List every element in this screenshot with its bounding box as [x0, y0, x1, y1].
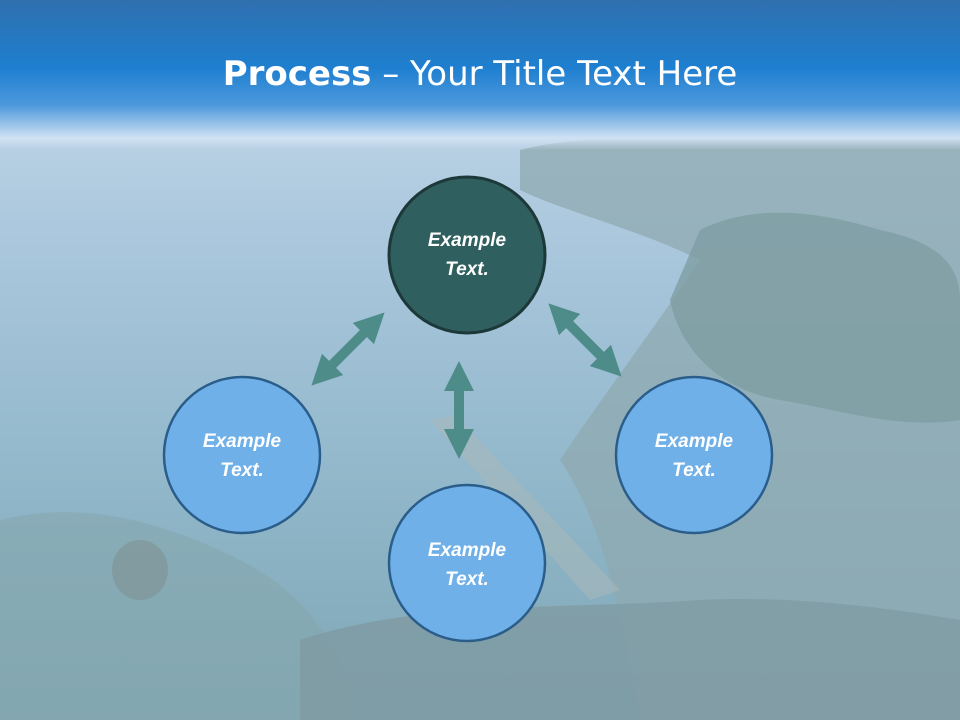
bottom-node-line1: Example	[428, 540, 507, 561]
bottom-node: Example Text.	[387, 483, 547, 643]
center-node: Example Text.	[387, 175, 547, 335]
right-node: Example Text.	[614, 375, 774, 535]
arrow-center-left	[311, 312, 385, 386]
title-bold: Process	[222, 54, 372, 94]
right-node-line2: Text.	[672, 460, 716, 481]
left-node-line2: Text.	[220, 460, 264, 481]
pier	[430, 415, 620, 600]
slide-title: Process – Your Title Text Here	[0, 52, 960, 96]
tree-cluster	[670, 212, 960, 423]
left-node-line1: Example	[203, 431, 282, 452]
bottom-node-line2: Text.	[445, 569, 489, 590]
title-rest: – Your Title Text Here	[371, 54, 738, 94]
center-node-line2: Text.	[445, 259, 489, 280]
left-node: Example Text.	[162, 375, 322, 535]
rock	[112, 540, 168, 600]
arrow-center-right	[548, 303, 622, 377]
right-node-line1: Example	[655, 431, 734, 452]
center-node-line1: Example	[428, 230, 507, 251]
header-bar	[0, 0, 960, 150]
shore-left	[0, 512, 360, 720]
